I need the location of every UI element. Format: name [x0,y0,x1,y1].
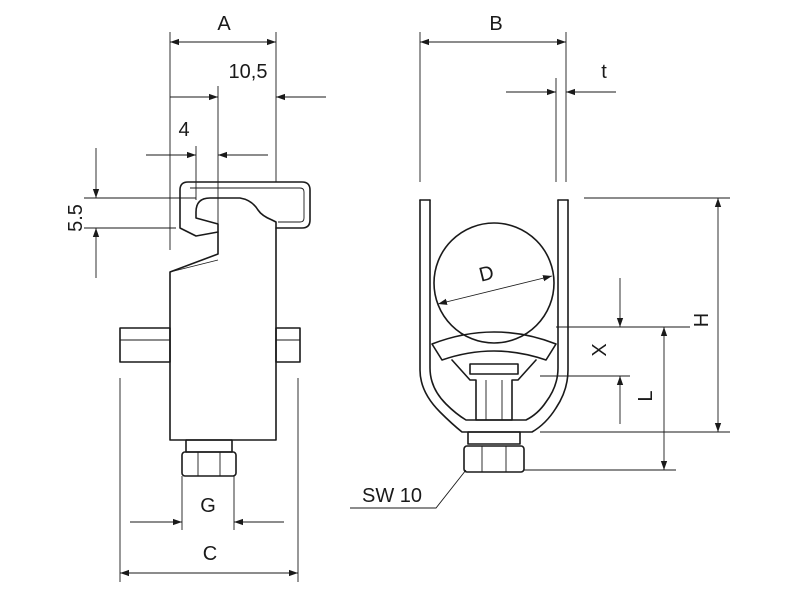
side-body [169,227,277,441]
side-washer [185,439,233,453]
label-G: G [200,495,216,517]
label-B: B [489,13,502,35]
front-pipe-circle [433,222,555,344]
side-view: A 10,5 4 5.5 G C [65,13,326,582]
label-A: A [217,13,231,35]
front-washer [467,431,521,445]
dim-D [437,275,553,305]
side-pin-left [119,327,171,363]
side-body-bevel [169,259,219,273]
label-55: 5.5 [65,204,87,232]
front-clamp-inner [429,199,559,421]
side-pin-right [275,327,301,363]
label-L: L [635,390,657,401]
side-hook-inner [190,187,305,223]
front-view: D SW 10 B t H [350,13,730,509]
front-clamp-outer [419,199,569,433]
label-C: C [203,543,217,565]
label-X: X [589,343,611,356]
label-D: D [477,262,496,287]
side-nut [181,451,237,477]
front-saddle [431,331,557,361]
front-slot [469,363,519,375]
label-4: 4 [178,119,189,141]
leader-SW [350,469,467,509]
label-105: 10,5 [229,61,268,83]
side-hook-loop [179,181,311,237]
front-support [451,359,537,421]
label-H: H [691,313,713,327]
label-SW: SW 10 [362,485,422,507]
label-t: t [601,61,607,83]
front-nut [463,445,525,473]
